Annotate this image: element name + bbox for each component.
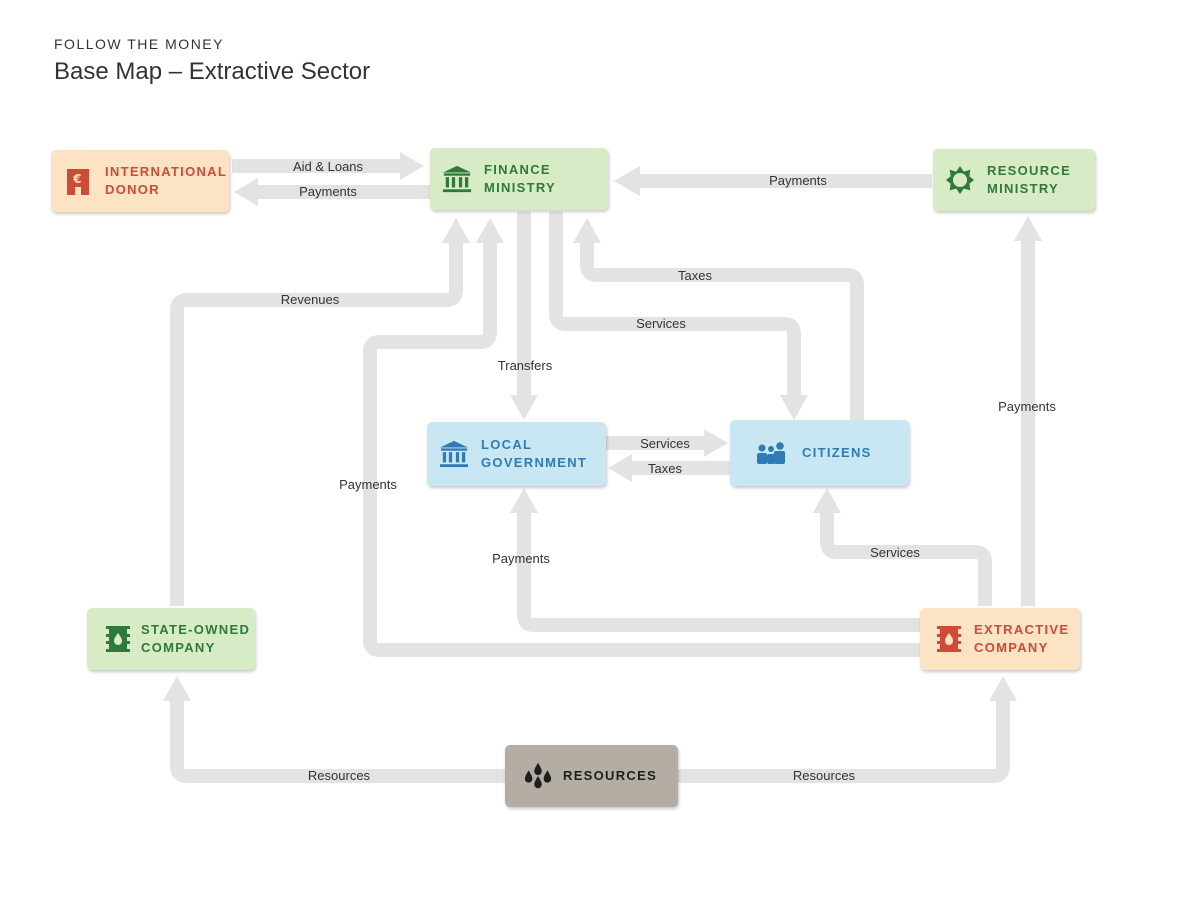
- arrowhead-payments-ec-to-lg: [510, 488, 538, 513]
- label-resources-to-soc: Resources: [308, 768, 371, 783]
- arrow-payments-ec-to-fm: [363, 242, 920, 657]
- node-label-line1: RESOURCES: [563, 768, 658, 783]
- arrow-taxes-citizens-to-fm: [580, 242, 864, 420]
- label-taxes-citizens-to-fm: Taxes: [678, 268, 712, 283]
- node-resource-ministry: RESOURCE MINISTRY: [933, 149, 1095, 211]
- arrow-payments-ec-to-lg: [517, 512, 920, 632]
- arrowhead-services-lg-to-citizens: [704, 429, 728, 457]
- node-label-line2: COMPANY: [141, 640, 216, 655]
- label-payments-ec-to-lg: Payments: [492, 551, 550, 566]
- arrowhead-transfers: [510, 395, 538, 420]
- arrowhead-payments-ec-to-rm: [1014, 216, 1042, 241]
- label-aid-loans: Aid & Loans: [293, 159, 364, 174]
- oil-derrick-icon: [103, 624, 133, 654]
- node-international-donor: € INTERNATIONAL DONOR: [51, 150, 229, 212]
- arrowhead-resources-to-ec: [989, 676, 1017, 701]
- institution-icon: [439, 439, 469, 469]
- arrowhead-aid-loans: [400, 152, 424, 180]
- label-transfers: Transfers: [498, 358, 553, 373]
- node-resources: RESOURCES: [505, 745, 678, 807]
- svg-text:€: €: [72, 172, 83, 186]
- node-label-line1: FINANCE: [484, 162, 551, 177]
- label-services-ec-to-citizens: Services: [870, 545, 920, 560]
- label-payments-ec-to-rm: Payments: [998, 399, 1056, 414]
- label-payments-ec-to-fm: Payments: [339, 477, 397, 492]
- node-label-line2: DONOR: [105, 182, 160, 197]
- arrowhead-payments-ec-to-fm: [476, 218, 504, 243]
- label-services-lg-to-citizens: Services: [640, 436, 690, 451]
- diagram-kicker: FOLLOW THE MONEY: [54, 36, 224, 52]
- node-state-owned-company: STATE-OWNED COMPANY: [87, 608, 255, 670]
- people-icon: [756, 438, 786, 468]
- drops-icon: [523, 761, 553, 791]
- diagram-title: Base Map – Extractive Sector: [54, 58, 371, 85]
- star-seal-icon: [945, 165, 975, 195]
- node-finance-ministry: FINANCE MINISTRY: [430, 148, 608, 210]
- euro-building-icon: €: [63, 166, 93, 196]
- label-revenues: Revenues: [281, 292, 340, 307]
- node-label-line1: INTERNATIONAL: [105, 164, 228, 179]
- node-label-line2: GOVERNMENT: [481, 455, 588, 470]
- label-taxes-citizens-to-lg: Taxes: [648, 461, 682, 476]
- arrowhead-services-fm-to-citizens: [780, 395, 808, 420]
- arrow-services-fm-to-citizens: [549, 212, 801, 396]
- arrowhead-payments-rm-to-fm: [614, 166, 640, 196]
- node-label-line2: MINISTRY: [987, 181, 1060, 196]
- node-label-line2: COMPANY: [974, 640, 1049, 655]
- node-label-line1: RESOURCE: [987, 163, 1072, 178]
- node-label-line1: EXTRACTIVE: [974, 622, 1070, 637]
- node-label-line1: STATE-OWNED: [141, 622, 251, 637]
- label-services-fm-to-citizens: Services: [636, 316, 686, 331]
- arrow-revenues: [170, 242, 463, 606]
- arrowhead-resources-to-soc: [163, 676, 191, 701]
- label-payments-rm-to-fm: Payments: [769, 173, 827, 188]
- node-label-line1: LOCAL: [481, 437, 533, 452]
- label-resources-to-ec: Resources: [793, 768, 856, 783]
- arrowhead-revenues: [442, 218, 470, 243]
- institution-icon: [442, 164, 472, 194]
- node-label-line1: CITIZENS: [802, 445, 872, 460]
- arrow-resources-to-ec: [678, 700, 1010, 783]
- node-citizens: CITIZENS: [730, 420, 909, 486]
- oil-derrick-icon: [934, 624, 964, 654]
- arrowhead-payments-to-donor: [234, 178, 258, 206]
- arrowhead-services-ec-to-citizens: [813, 488, 841, 513]
- arrow-resources-to-soc: [170, 700, 505, 783]
- arrowhead-taxes-citizens-to-fm: [573, 218, 601, 243]
- node-local-government: LOCAL GOVERNMENT: [427, 422, 606, 486]
- label-payments-to-donor: Payments: [299, 184, 357, 199]
- arrow-services-ec-to-citizens: [820, 512, 992, 606]
- node-label-line2: MINISTRY: [484, 180, 557, 195]
- arrowhead-taxes-citizens-to-lg: [608, 454, 632, 482]
- node-extractive-company: EXTRACTIVE COMPANY: [920, 608, 1080, 670]
